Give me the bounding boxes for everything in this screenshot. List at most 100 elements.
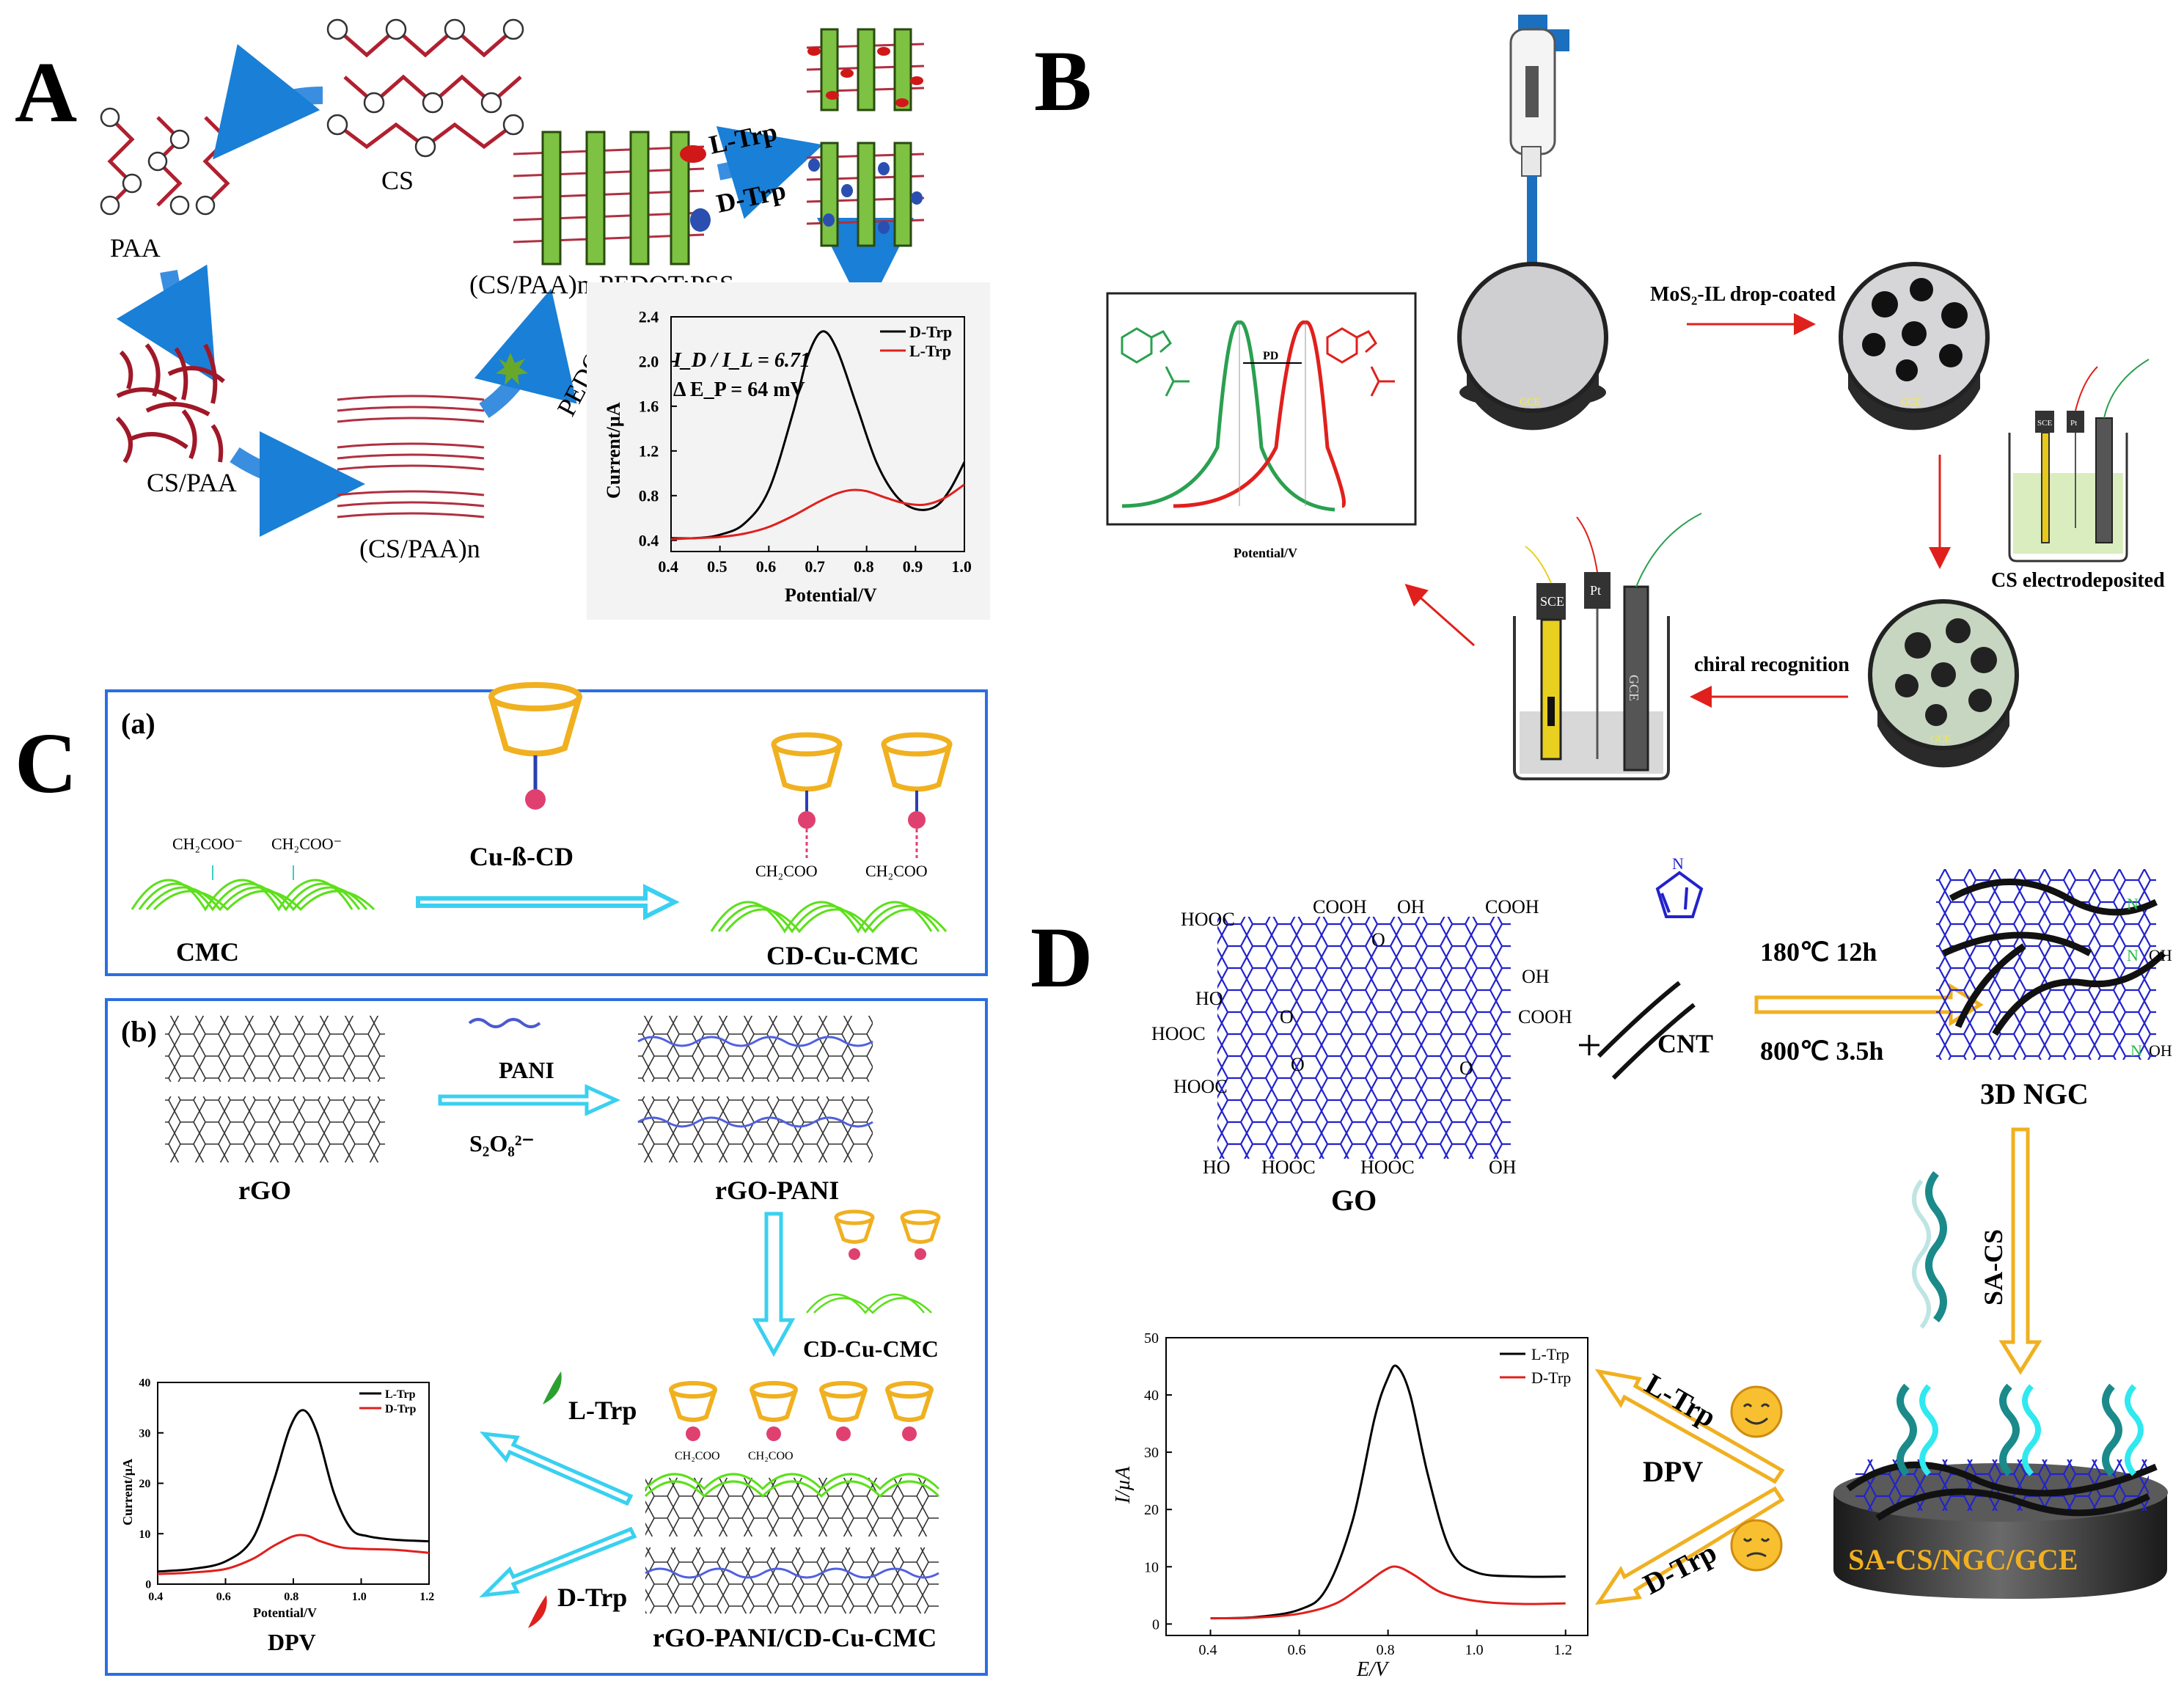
chart-a-ytick-label: 1.6 [639,397,659,416]
panel-d-letter: D [1030,909,1093,1005]
d-go-hooc-1: HOOC [1181,909,1235,930]
paa-label: PAA [110,233,161,263]
d-go-hooc-4: HOOC [1261,1157,1316,1178]
chart-c-legend-l: L-Trp [385,1388,416,1401]
b-gce-rod: GCE [1627,675,1641,701]
c-b-group-2: CH₂COO [748,1450,794,1462]
c-a-group-1: CH₂COO⁻ [172,835,243,853]
d-go-cooh-3: COOH [1518,1006,1572,1027]
d-go-cooh-1: COOH [1313,896,1367,917]
panel-b-letter: B [1034,33,1092,129]
d-ngc-oh-1: OH [2149,946,2172,964]
chart-c-ytick-label: 0 [145,1579,151,1591]
chart-a-series-l-trp [670,483,965,541]
d-go-o-2: O [1280,1006,1294,1027]
chart-c-series-l-trp [157,1409,430,1573]
b-pt-2: Pt [1590,583,1601,598]
d-go-ho-2: HO [1203,1157,1231,1178]
b-arrow-4 [1404,584,1475,647]
d-cnt-label: CNT [1657,1029,1713,1058]
chart-d-xtick-label: 0.8 [1377,1642,1395,1658]
c-a-group-2: CH₂COO⁻ [271,835,342,853]
c-b-oxidant: S₂O₈²⁻ [469,1130,534,1157]
small-cd-cu-cmc [806,1209,941,1314]
chart-d-ytick-label: 50 [1144,1330,1159,1347]
chart-c-ytick-label: 20 [139,1478,150,1490]
chart-a-xtick-label: 0.4 [658,557,678,576]
d-plus: + [1577,1021,1602,1069]
cnt-icon [1597,981,1696,1080]
cu-cd-icon [488,682,582,810]
cs-charges [326,18,524,158]
c-b-tag: (b) [121,1015,157,1048]
go-sheet [1217,917,1511,1159]
chart-a-ytick-label: 2.0 [639,353,659,371]
gce-3-label: GCE [1930,734,1951,745]
c-b-arrow-l [479,1431,634,1506]
d-go-o-3: O [1291,1054,1305,1075]
chart-a-ylabel: Current/µA [603,402,624,499]
c-a-cmc: CMC [176,937,239,967]
d-go-oh-2: OH [1522,966,1550,987]
chart-d-xtick-label: 0.6 [1288,1642,1306,1658]
chart-a-xtick-label: 0.5 [707,557,728,576]
c-box-b [105,998,988,1676]
sa-cs-ngc-gce-electrode [1833,1383,2168,1599]
arrow-cs-to-paa [212,44,323,160]
cd-cu-cmc-product [710,732,953,934]
chart-d-ytick-label: 40 [1144,1388,1159,1404]
b-xlabel: Potential/V [1234,546,1297,560]
c-a-tag: (a) [121,707,155,740]
sad-face-icon [1730,1519,1783,1572]
d-go-oh-1: OH [1397,896,1425,917]
chart-d-ytick-label: 20 [1144,1502,1159,1518]
gce-disk-3: GCE [1868,599,2019,768]
cs-paa-n-layers [337,395,485,519]
b-step1-label: MoS₂-IL drop-coated [1650,283,1836,306]
chart-a-xlabel: Potential/V [785,585,877,606]
d-go-hooc-2: HOOC [1151,1023,1206,1044]
d-go-o-4: O [1459,1058,1473,1079]
chart-a-background [587,282,990,620]
chart-a-xtick-label: 0.9 [903,557,923,576]
c-b-d-trp: D-Trp [557,1583,627,1612]
rgo-sheets [165,1016,385,1162]
d-ngc-label: 3D NGC [1980,1077,2089,1110]
c-b-l-trp: L-Trp [568,1396,637,1425]
c-d-trp-leaf-icon [528,1595,547,1628]
d-arrow-d [1594,1486,1785,1605]
chart-d-xlabel: E/V [1356,1658,1390,1681]
d-cond-1: 180℃ 12h [1760,937,1877,967]
gce-2-label: GCE [1901,397,1921,408]
chart-a-ytick-label: 2.4 [639,308,659,326]
d-arrow-l [1594,1369,1785,1484]
chart-d-series-d-trp [1210,1565,1566,1620]
c-a-reagent: Cu-ß-CD [469,842,574,871]
gce-1-label: GCE [1520,397,1540,408]
chart-a-ytick-label: 0.4 [639,531,659,549]
chart-d-xtick-label: 0.4 [1199,1642,1217,1658]
chart-a-xtick-label: 0.8 [854,557,874,576]
chart-a-ytick-label: 1.2 [639,442,659,461]
b-pd-label: PD [1263,350,1278,362]
chart-d-xtick-label: 1.0 [1465,1642,1484,1658]
rgo-pani-cd-cu-cmc-composite: CH₂COO CH₂COO [644,1381,940,1613]
d-sa-cs-label: SA-CS [1979,1229,2008,1305]
c-a-product-group-1: CH₂COO [755,862,818,880]
chart-a-xtick-label: 0.7 [805,557,825,576]
d-trp-icon [690,208,711,232]
d-go-cooh-2: COOH [1485,896,1539,917]
panel-c-letter: C [15,715,77,811]
chart-a-series-d-trp [670,330,966,540]
c-b-group-1: CH₂COO [675,1450,720,1462]
d-cond-2: 800℃ 3.5h [1760,1036,1883,1066]
panel-c: C (a) CH₂COO⁻ CH₂COO⁻ CMC Cu-ß-CD [15,682,988,1676]
paa-polymer [107,116,230,207]
gce-disk-2: GCE [1839,262,1990,431]
c-b-rgo-pani: rGO-PANI [715,1176,839,1205]
pedot-film [513,131,705,265]
chart-c-ylabel: Current/µA [120,1459,135,1525]
chart-c-xlabel: Potential/V [253,1605,317,1620]
chart-a-dep: Δ E_P = 64 mV [673,378,805,401]
l-trp-icon [680,145,706,163]
